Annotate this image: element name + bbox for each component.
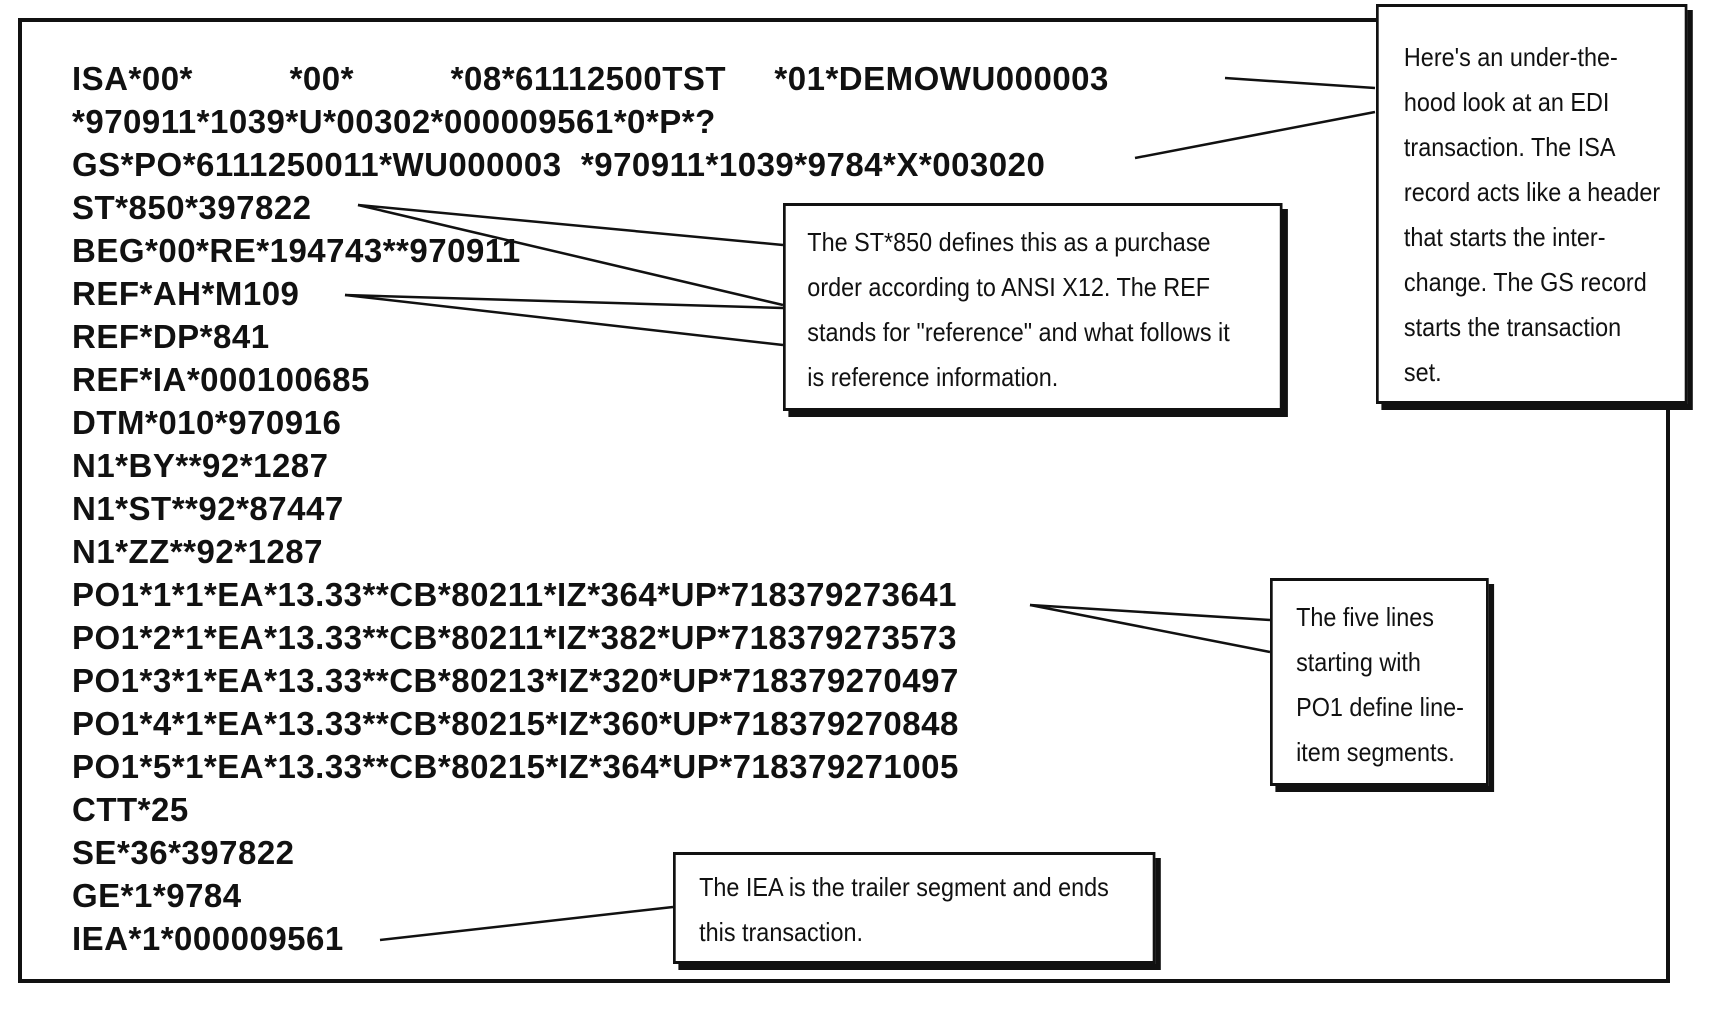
edi-line-isa-cont: *970911*1039*U*00302*000009561*0*P*? <box>72 103 716 140</box>
edi-line-dtm: DTM*010*970916 <box>72 404 342 441</box>
callout-po1-line-3: PO1 define line- <box>1296 692 1464 722</box>
callout-isa-gs-line-8: set. <box>1403 357 1442 387</box>
edi-line-beg: BEG*00*RE*194743**970911 <box>72 232 521 269</box>
callout-isa-gs: Here's an under-the- hood look at an EDI… <box>1376 4 1688 404</box>
edi-line-ge: GE*1*9784 <box>72 877 242 914</box>
edi-line-po1-1: PO1*1*1*EA*13.33**CB*80211*IZ*364*UP*718… <box>72 576 957 613</box>
callout-isa-gs-line-3: transaction. The ISA <box>1403 132 1616 162</box>
callout-st-ref: The ST*850 defines this as a purchase or… <box>783 203 1283 411</box>
callout-isa-gs-line-5: that starts the inter- <box>1403 222 1606 252</box>
callout-isa-gs-line-1: Here's an under-the- <box>1403 42 1618 72</box>
edi-line-ref-ah: REF*AH*M109 <box>72 275 300 312</box>
callout-po1-line-4: item segments. <box>1296 737 1455 767</box>
edi-line-gs: GS*PO*6111250011*WU000003 *970911*1039*9… <box>72 146 1046 183</box>
edi-line-n1-zz: N1*ZZ**92*1287 <box>72 533 323 570</box>
edi-line-po1-4: PO1*4*1*EA*13.33**CB*80215*IZ*360*UP*718… <box>72 705 959 742</box>
callout-po1: The five lines starting with PO1 define … <box>1270 578 1489 786</box>
callout-po1-line-2: starting with <box>1296 647 1421 677</box>
edi-line-po1-5: PO1*5*1*EA*13.33**CB*80215*IZ*364*UP*718… <box>72 748 959 785</box>
callout-po1-line-1: The five lines <box>1296 602 1434 632</box>
callout-st-ref-line-2: order according to ANSI X12. The REF <box>807 272 1211 302</box>
edi-line-se: SE*36*397822 <box>72 834 295 871</box>
callout-isa-gs-line-7: starts the transaction <box>1403 312 1622 342</box>
callout-iea-line-1: The IEA is the trailer segment and ends <box>699 872 1109 902</box>
edi-line-ref-dp: REF*DP*841 <box>72 318 270 355</box>
edi-line-po1-3: PO1*3*1*EA*13.33**CB*80213*IZ*320*UP*718… <box>72 662 959 699</box>
callout-iea-line-2: this transaction. <box>699 917 863 947</box>
callout-isa-gs-line-2: hood look at an EDI <box>1403 87 1610 117</box>
edi-line-po1-2: PO1*2*1*EA*13.33**CB*80211*IZ*382*UP*718… <box>72 619 957 656</box>
edi-line-ctt: CTT*25 <box>72 791 189 828</box>
callout-st-ref-line-1: The ST*850 defines this as a purchase <box>807 227 1211 257</box>
callout-iea: The IEA is the trailer segment and ends … <box>673 852 1156 964</box>
edi-line-ref-ia: REF*IA*000100685 <box>72 361 370 398</box>
edi-line-isa: ISA*00* *00* *08*61112500TST *01*DEMOWU0… <box>72 60 1109 97</box>
edi-line-n1-by: N1*BY**92*1287 <box>72 447 329 484</box>
edi-line-n1-st: N1*ST**92*87447 <box>72 490 344 527</box>
callout-isa-gs-line-4: record acts like a header <box>1403 177 1661 207</box>
callout-isa-gs-line-6: change. The GS record <box>1403 267 1647 297</box>
edi-line-iea: IEA*1*000009561 <box>72 920 344 957</box>
callout-st-ref-line-3: stands for "reference" and what follows … <box>807 317 1230 347</box>
callout-st-ref-line-4: is reference information. <box>807 362 1059 392</box>
edi-line-st: ST*850*397822 <box>72 189 312 226</box>
